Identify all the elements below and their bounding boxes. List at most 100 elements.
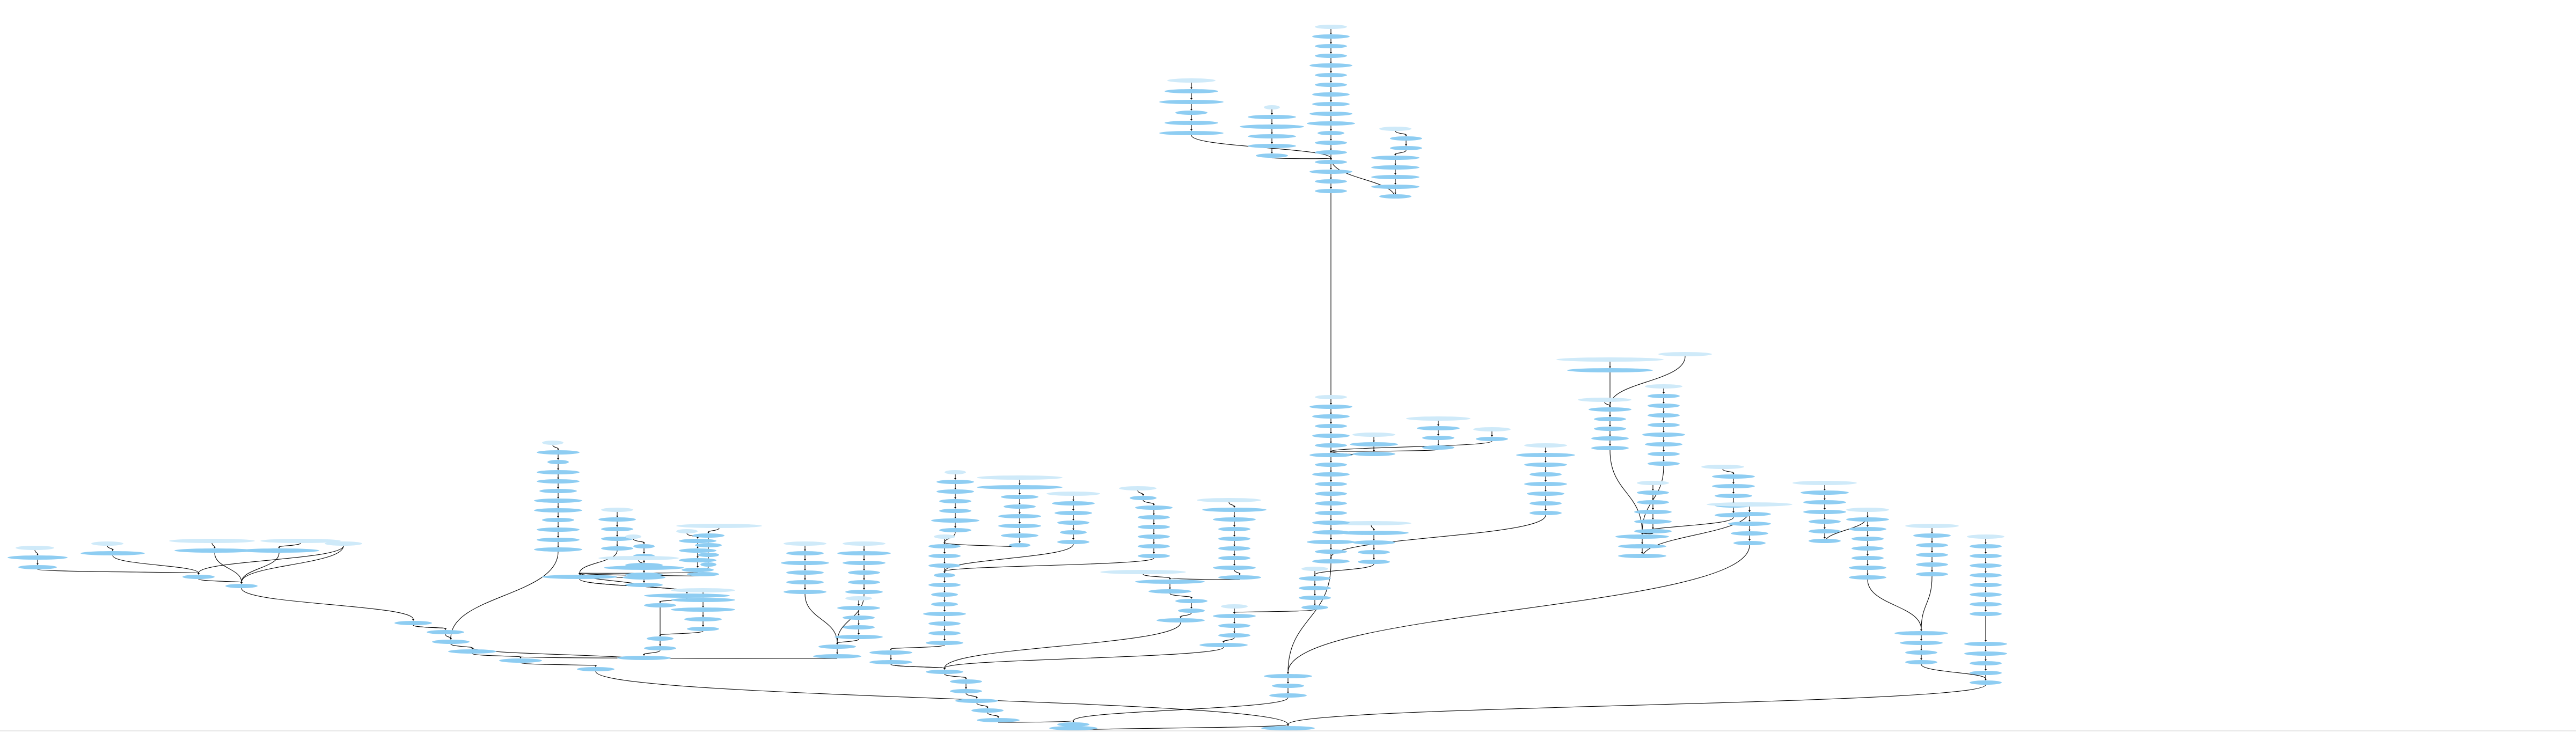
- node-shape: [1307, 121, 1355, 126]
- edge-c23h-c21a: [1169, 577, 1240, 580]
- arrowhead: [858, 624, 860, 625]
- graph-node: [644, 594, 730, 598]
- arrowhead: [1330, 509, 1332, 511]
- graph-node: [928, 621, 961, 626]
- graph-node: [1315, 189, 1347, 193]
- node-shape: [928, 583, 961, 587]
- node-shape: [1916, 572, 1948, 576]
- graph-node: [1312, 92, 1350, 97]
- node-layer: [8, 25, 2007, 730]
- node-shape: [1135, 505, 1173, 510]
- arrowhead: [595, 665, 597, 667]
- graph-node: [1615, 534, 1669, 539]
- arrowhead: [1867, 535, 1869, 537]
- node-shape: [1309, 170, 1352, 174]
- arrowhead: [1190, 597, 1192, 599]
- arrowhead: [1019, 503, 1021, 504]
- arrowhead: [197, 573, 200, 575]
- edge-c33a-c30f: [1330, 441, 1492, 452]
- edge-j2-j3: [643, 650, 661, 655]
- edge-c41d-g1: [1287, 545, 1750, 673]
- node-shape: [928, 554, 961, 558]
- arrowhead: [1437, 424, 1439, 426]
- arrowhead: [1931, 541, 1933, 543]
- graph-node: [679, 558, 716, 562]
- node-shape: [1970, 671, 2002, 675]
- arrowhead: [1748, 539, 1751, 541]
- node-shape: [1970, 544, 2002, 548]
- edge-h7-h8: [987, 712, 999, 717]
- node-shape: [537, 538, 580, 542]
- arrowhead: [1330, 461, 1332, 463]
- node-shape: [1390, 146, 1422, 150]
- arrowhead: [1824, 508, 1826, 510]
- arrowhead: [240, 582, 243, 584]
- arrowhead: [1314, 584, 1316, 586]
- node-shape: [1529, 472, 1562, 477]
- node-shape: [1851, 546, 1884, 551]
- graph-node: [1159, 131, 1224, 135]
- graph-node: [1473, 427, 1511, 431]
- graph-node: [1130, 496, 1157, 500]
- arrowhead: [1330, 62, 1332, 63]
- graph-node: [537, 527, 580, 532]
- graph-node: [1916, 543, 1948, 547]
- node-shape: [1312, 414, 1350, 419]
- graph-node: [534, 508, 582, 512]
- graph-node: [1307, 121, 1355, 126]
- graph-node: [1218, 624, 1250, 628]
- arrowhead: [943, 591, 946, 592]
- node-shape: [182, 575, 215, 579]
- graph-node: [1406, 416, 1470, 421]
- node-shape: [1269, 693, 1307, 698]
- node-shape: [939, 528, 971, 532]
- arrowhead: [1233, 525, 1235, 527]
- node-shape: [1900, 641, 1943, 645]
- edge-n1b-n5a: [37, 569, 199, 574]
- arrowhead: [1545, 471, 1547, 472]
- graph-node: [1315, 482, 1347, 486]
- node-shape: [1970, 554, 2002, 558]
- root-node-shape: [977, 475, 1063, 480]
- graph-node: [1315, 150, 1347, 155]
- graph-node: [1004, 504, 1036, 509]
- node-shape: [1138, 554, 1170, 558]
- node-shape: [1060, 530, 1087, 534]
- graph-node: [1648, 404, 1680, 408]
- arrowhead: [1867, 545, 1869, 546]
- graph-node: [542, 441, 564, 445]
- node-shape: [1516, 453, 1575, 457]
- node-shape: [837, 606, 880, 610]
- node-shape: [1175, 111, 1208, 115]
- graph-node: [1594, 427, 1626, 431]
- graph-node: [786, 580, 824, 584]
- arrowhead: [804, 569, 806, 570]
- node-shape: [928, 544, 961, 548]
- arrowhead: [1985, 581, 1987, 583]
- graph-node: [1379, 194, 1411, 199]
- node-shape: [1315, 44, 1347, 48]
- graph-node: [1315, 492, 1347, 496]
- node-shape: [625, 583, 663, 587]
- root-node-shape: [1100, 570, 1186, 574]
- arrowhead: [863, 588, 865, 590]
- root-node-shape: [1637, 481, 1669, 485]
- node-shape: [601, 537, 633, 541]
- node-shape: [1905, 650, 1937, 655]
- arrowhead: [1330, 178, 1332, 179]
- node-shape: [869, 660, 912, 664]
- graph-node: [1637, 490, 1669, 495]
- root-node-shape: [1379, 127, 1411, 131]
- graph-node: [671, 607, 735, 612]
- node-shape: [534, 547, 582, 552]
- arrowhead: [1072, 538, 1074, 540]
- arrowhead: [1271, 152, 1273, 153]
- arrowhead: [557, 487, 559, 489]
- arrowhead: [412, 619, 414, 621]
- node-shape: [786, 551, 824, 555]
- edge-n2a-n5a: [112, 555, 199, 574]
- graph-node: [1803, 510, 1846, 514]
- graph-node: [1256, 153, 1288, 158]
- arrowhead: [1652, 527, 1654, 529]
- graph-node: [955, 699, 998, 703]
